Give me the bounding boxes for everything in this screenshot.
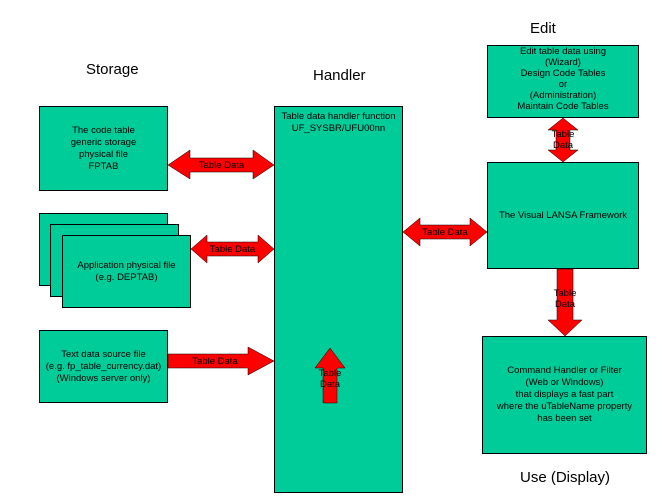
storage-heading: Storage [86, 61, 139, 78]
text-source-file-box: Text data source file (e.g. fp_table_cur… [39, 330, 168, 403]
handler-framework-double-arrow [402, 217, 488, 247]
handler-heading: Handler [313, 67, 366, 84]
text-handler-arrow [167, 346, 275, 376]
framework-use-arrow-label: Table Data [553, 288, 577, 310]
edit-framework-arrow-label: Table Data [551, 129, 575, 151]
handler-function-box: Table data handler function UF_SYSBR/UFU… [274, 106, 403, 493]
edit-heading: Edit [530, 20, 556, 37]
edit-framework-double-arrow [547, 117, 579, 163]
hardcoded-handler-arrow-label: Table Data [318, 368, 342, 390]
edit-table-data-box: Edit table data using (Wizard) Design Co… [487, 45, 639, 118]
framework-box: The Visual LANSA Framework [487, 162, 639, 269]
app-handler-double-arrow [190, 234, 275, 264]
framework-use-down-arrow [547, 268, 583, 337]
command-handler-box: Command Handler or Filter (Web or Window… [482, 336, 647, 454]
handler-framework-arrow-label: Table Data [422, 227, 468, 238]
app-handler-arrow-label: Table Data [209, 244, 256, 255]
storage-handler-arrow-label: Table Data [198, 160, 245, 171]
use-heading: Use (Display) [520, 469, 611, 486]
hardcoded-handler-up-arrow [314, 347, 346, 404]
storage-handler-double-arrow [167, 149, 275, 180]
application-file-box: Application physical file (e.g. DEPTAB) [62, 235, 191, 308]
code-table-storage-box: The code table generic storage physical … [39, 106, 168, 191]
text-handler-arrow-label: Table Data [192, 356, 238, 367]
